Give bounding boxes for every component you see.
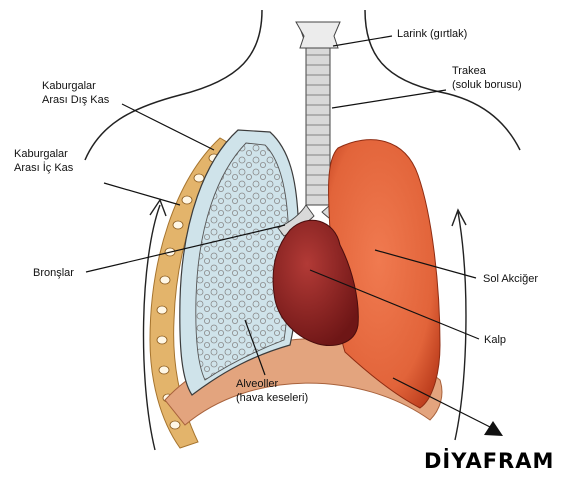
arrow-left-wall (150, 200, 166, 216)
label-trachea: Trakea (soluk borusu) (452, 64, 522, 92)
label-left-lung-text: Sol Akciğer (483, 272, 538, 286)
label-external-intercostal: Kaburgalar Arası Dış Kas (42, 79, 109, 107)
label-internal-intercostal-line2: Arası İç Kas (14, 161, 73, 175)
label-internal-intercostal: Kaburgalar Arası İç Kas (14, 147, 73, 175)
label-left-lung: Sol Akciğer (483, 272, 538, 286)
label-alveoli-line1: Alveoller (236, 377, 308, 391)
label-trachea-line2: (soluk borusu) (452, 78, 522, 92)
label-larynx-text: Larink (gırtlak) (397, 27, 467, 41)
label-alveoli-line2: (hava keseleri) (236, 391, 308, 405)
label-alveoli: Alveoller (hava keseleri) (236, 377, 308, 405)
label-diaphragm: DİYAFRAM (424, 449, 554, 473)
label-bronchi-text: Bronşlar (33, 266, 74, 280)
label-external-intercostal-line1: Kaburgalar (42, 79, 109, 93)
label-bronchi: Bronşlar (33, 266, 74, 280)
label-larynx: Larink (gırtlak) (397, 27, 467, 41)
diaphragm-arrow-head (484, 421, 503, 436)
label-internal-intercostal-line1: Kaburgalar (14, 147, 73, 161)
label-heart: Kalp (484, 333, 506, 347)
label-external-intercostal-line2: Arası Dış Kas (42, 93, 109, 107)
label-heart-text: Kalp (484, 333, 506, 347)
label-trachea-line1: Trakea (452, 64, 522, 78)
